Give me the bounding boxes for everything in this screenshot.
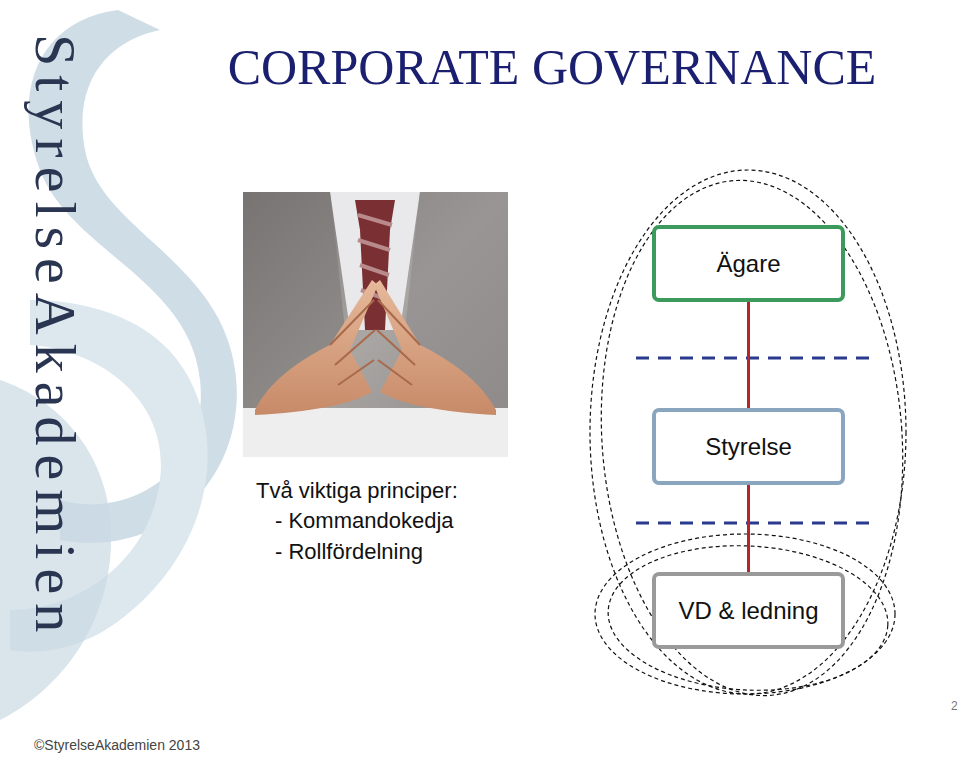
- box-label: Styrelse: [705, 433, 792, 461]
- slide-title: CORPORATE GOVERNANCE: [0, 38, 960, 96]
- chain-line: [747, 302, 750, 408]
- board-box: Styrelse: [652, 408, 845, 485]
- box-label: Ägare: [716, 250, 780, 278]
- chain-line: [747, 485, 750, 572]
- group-ellipse: [584, 170, 919, 706]
- logo-wordmark: StyrelseAkademien: [26, 34, 84, 641]
- principles-heading: Två viktiga principer:: [256, 478, 458, 504]
- level-separator: [636, 358, 872, 523]
- hands-photo: [243, 192, 508, 457]
- copyright-footer: ©StyrelseAkademien 2013: [34, 737, 200, 753]
- page-number: 2: [951, 699, 958, 713]
- management-box: VD & ledning: [652, 572, 845, 649]
- principle-item: - Rollfördelning: [275, 539, 423, 565]
- box-label: VD & ledning: [678, 597, 818, 625]
- owner-box: Ägare: [652, 225, 845, 302]
- principle-item: - Kommandokedja: [275, 508, 454, 534]
